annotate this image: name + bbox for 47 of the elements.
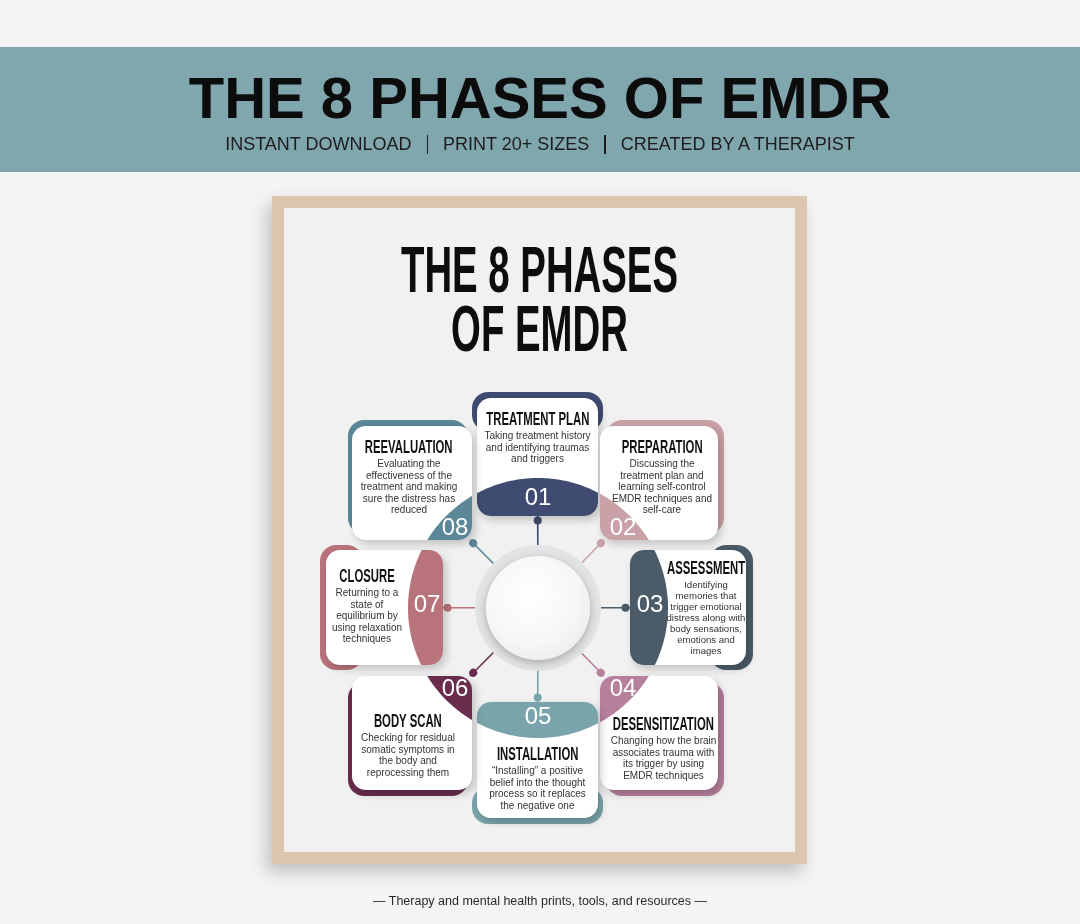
spoke-line <box>442 603 476 612</box>
phase-title: INSTALLATION <box>496 744 579 765</box>
phase-card <box>600 420 724 540</box>
phase-number: 06 <box>441 676 469 701</box>
subtitle-text: CREATED BY A THERAPIST <box>620 133 855 155</box>
spoke-line <box>581 652 605 677</box>
poster-title: THE 8 PHASES OF EMDR <box>399 241 679 358</box>
phase-title: BODY SCAN <box>374 711 442 732</box>
phase-title: CLOSURE <box>339 566 395 587</box>
phase-card <box>320 545 443 670</box>
phase-description: Taking treatment history and identifying traumas and triggers <box>483 430 592 465</box>
subtitle-text: INSTANT DOWNLOAD <box>225 133 412 155</box>
phase-description: Discussing the treatment plan and learning self-control EMDR techniques and self-care <box>610 458 714 516</box>
banner-title: THE 8 PHASES OF EMDR <box>188 69 892 127</box>
phase-title: ASSESSMENT <box>666 558 746 579</box>
spoke-line <box>581 539 605 564</box>
phase-number: 08 <box>441 514 469 540</box>
phase-description: Returning to a state of equilibrium by using relaxation techniques <box>330 587 403 645</box>
phase-title: REEVALUATION <box>365 437 453 458</box>
spoke-line <box>469 651 495 677</box>
phase-title: TREATMENT PLAN <box>485 409 590 430</box>
phase-card <box>630 545 753 670</box>
phase-number: 03 <box>636 591 664 617</box>
spoke-line <box>533 515 542 546</box>
phase-number: 07 <box>413 591 441 617</box>
tagline: — Therapy and mental health prints, tools, and resources — <box>373 893 707 909</box>
poster-frame <box>272 196 807 864</box>
phase-description: Checking for residual somatic symptoms in the body and reprocessing them <box>360 732 456 778</box>
spoke-line <box>533 670 542 703</box>
phase-number: 05 <box>524 703 552 729</box>
phase-description: Changing how the brain associates trauma with its trigger by using EMDR techniques <box>610 735 717 781</box>
phase-number: 02 <box>609 514 637 540</box>
phase-description: Evaluating the effectiveness of the treatment and making sure the distress has reduced <box>359 458 459 516</box>
phase-description: Identifying memories that trigger emotional distress along with body sensations, emotions and images <box>666 579 746 656</box>
spoke-line <box>600 603 631 612</box>
phase-card <box>472 392 603 516</box>
phase-card <box>348 420 472 540</box>
phase-card <box>472 702 603 824</box>
phase-card <box>348 676 472 796</box>
phase-number: 04 <box>609 676 637 701</box>
phase-card <box>600 676 724 796</box>
phase-description: “Installing” a positive belief into the thought process so it replaces the negative one <box>488 765 587 811</box>
phase-title: DESENSITIZATION <box>612 714 715 735</box>
phase-title: PREPARATION <box>621 437 703 458</box>
phase-number: 01 <box>524 484 552 510</box>
spoke-line <box>469 539 495 565</box>
subtitle-text: PRINT 20+ SIZES <box>443 133 590 155</box>
